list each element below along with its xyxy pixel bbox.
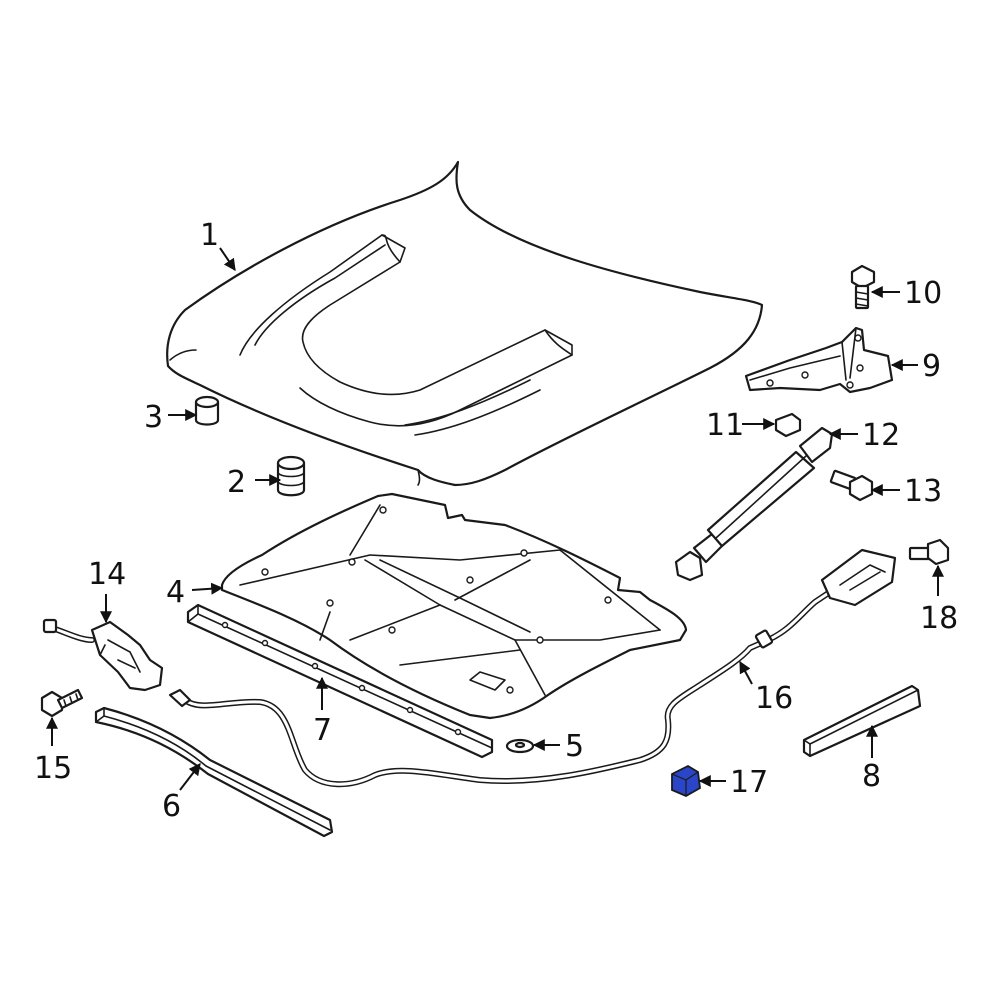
bolt-18 — [908, 538, 950, 566]
callout-2: 2 — [227, 465, 246, 500]
front-seal-strip — [186, 603, 494, 759]
callout-14: 14 — [88, 557, 126, 592]
callout-16: 16 — [755, 681, 793, 716]
callout-11: 11 — [706, 408, 744, 443]
callout-10: 10 — [904, 276, 942, 311]
callout-18: 18 — [920, 601, 958, 636]
strut-nut — [774, 412, 802, 438]
callout-17: 17 — [730, 765, 768, 800]
latch-bolt — [40, 688, 84, 718]
callout-3: 3 — [144, 400, 163, 435]
hood-latch — [42, 618, 164, 692]
callout-labels: 1 2 3 4 5 6 7 8 9 10 11 12 13 14 15 16 1… — [34, 218, 958, 824]
hood-bumper-stack — [276, 455, 306, 497]
callout-8: 8 — [862, 759, 881, 794]
callout-1: 1 — [200, 218, 219, 253]
callout-12: 12 — [862, 418, 900, 453]
callout-7: 7 — [313, 713, 332, 748]
callout-6: 6 — [162, 789, 181, 824]
hood-hinge — [744, 326, 894, 394]
callout-5: 5 — [565, 729, 584, 764]
strut-bolt — [829, 469, 874, 502]
hinge-bolt — [850, 264, 876, 310]
hood-insulator — [220, 492, 688, 720]
hood-clip-highlighted[interactable] — [671, 764, 701, 798]
release-cable — [168, 548, 897, 788]
leader-lines — [46, 247, 944, 791]
callout-13: 13 — [904, 474, 942, 509]
callout-4: 4 — [166, 575, 185, 610]
hood-panel — [166, 160, 764, 487]
callout-9: 9 — [922, 349, 941, 384]
callout-15: 15 — [34, 751, 72, 786]
side-seal — [802, 684, 922, 758]
hood-gas-strut — [674, 426, 834, 582]
washer — [505, 738, 535, 754]
hood-bumper-small — [194, 395, 220, 426]
rear-weatherstrip — [94, 706, 334, 838]
